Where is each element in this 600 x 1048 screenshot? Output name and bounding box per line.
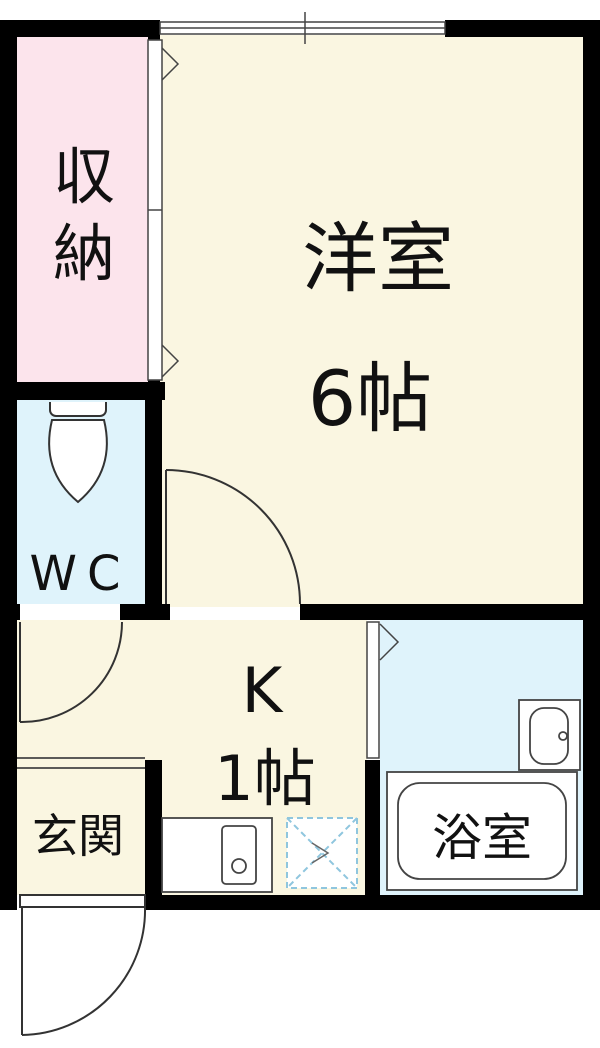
western-room-floor: [160, 35, 585, 607]
entrance-door-icon: [19, 894, 147, 1036]
toilet-icon: [48, 402, 108, 504]
storage-door: [147, 39, 180, 381]
sink-icon: [518, 699, 581, 771]
kitchen-size: 1帖: [214, 742, 315, 815]
wc-label: WC: [30, 546, 131, 602]
washer-space-icon: [286, 817, 358, 889]
western-room-size: 6帖: [308, 354, 432, 443]
storage-label-line1: 収: [53, 140, 115, 213]
storage-label-line2: 納: [53, 217, 115, 290]
western-room-door-icon: [165, 469, 301, 605]
stove-icon: [161, 817, 273, 893]
entrance-floor: [17, 770, 145, 895]
entrance-step: [17, 757, 145, 769]
western-room-label: 洋室: [302, 214, 454, 303]
bathroom-label: 浴室: [432, 809, 532, 867]
storage-floor: [17, 37, 148, 382]
bathtub-icon: [386, 771, 578, 891]
entrance-label: 玄関: [32, 809, 124, 863]
wc-door-icon: [19, 621, 123, 724]
bathroom-door: [366, 621, 400, 759]
window-icon: [159, 12, 446, 44]
kitchen-label: K: [242, 654, 284, 727]
